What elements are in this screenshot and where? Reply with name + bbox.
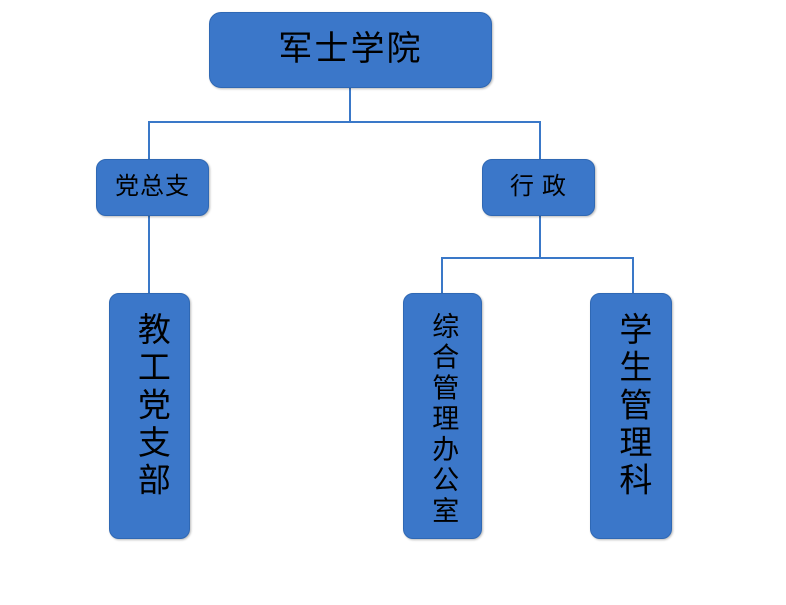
node-sergeant-college[interactable]: 军士学院 — [209, 12, 492, 88]
node-student-management-section[interactable]: 学生管理科 — [590, 293, 672, 539]
connector-admin-stem — [539, 216, 541, 258]
node-label-party-general-branch: 党总支 — [115, 174, 190, 201]
node-faculty-party-branch[interactable]: 教工党支部 — [109, 293, 190, 539]
connector-level1-bus — [148, 121, 541, 123]
node-label-administration: 行 政 — [510, 174, 567, 201]
node-general-management-office[interactable]: 综合管理办公室 — [403, 293, 482, 539]
node-label-faculty-party-branch: 教工党支部 — [132, 312, 169, 501]
node-label-student-management-section: 学生管理科 — [613, 312, 650, 501]
node-administration[interactable]: 行 政 — [482, 159, 595, 216]
connector-admin-to-general-office — [441, 257, 443, 294]
connector-root-to-party — [148, 121, 150, 160]
node-party-general-branch[interactable]: 党总支 — [96, 159, 209, 216]
connector-admin-to-student-affairs — [632, 257, 634, 294]
connector-root-to-admin — [539, 121, 541, 160]
node-label-general-management-office: 综合管理办公室 — [428, 312, 459, 528]
connector-party-to-faculty-party — [148, 216, 150, 294]
connector-level2-bus — [441, 257, 634, 259]
connector-root-stem — [349, 88, 351, 122]
node-label-sergeant-college: 军士学院 — [278, 30, 423, 68]
